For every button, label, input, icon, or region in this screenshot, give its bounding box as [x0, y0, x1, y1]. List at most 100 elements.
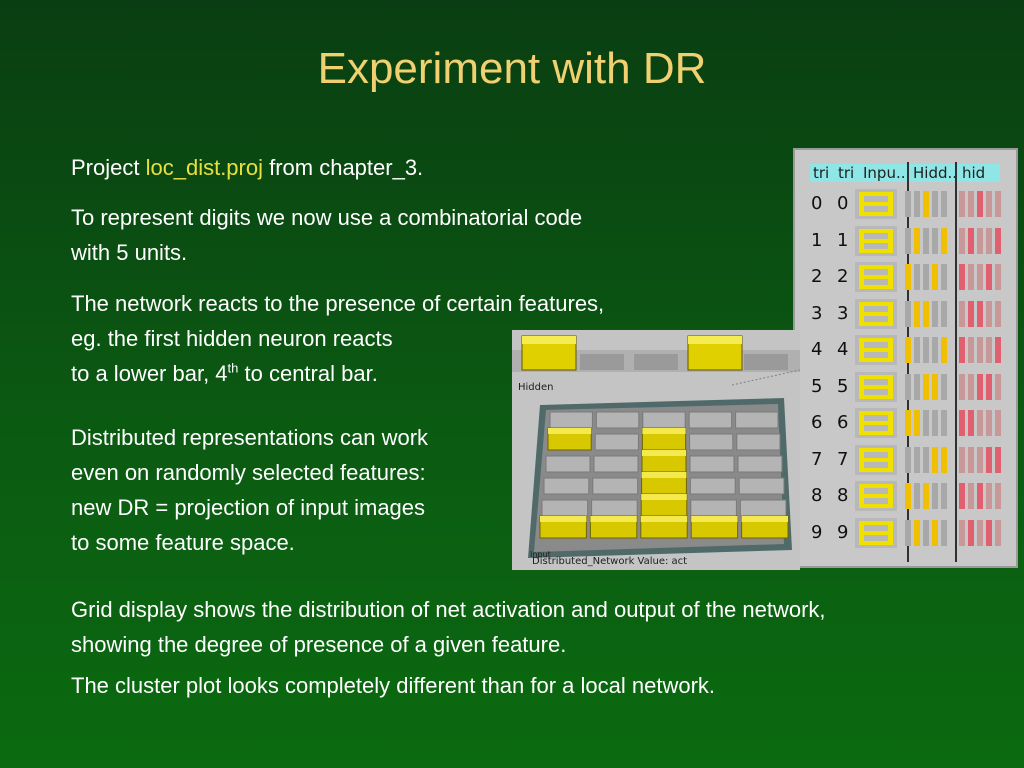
digit-segment: [888, 228, 893, 253]
digit-segment: [888, 338, 893, 362]
output-activation-bar: [959, 410, 965, 436]
text-project-pre: Project: [71, 155, 146, 180]
connection-line: [731, 369, 800, 386]
table-cell-trial: 4: [811, 339, 823, 360]
input-digit-image: [855, 189, 897, 219]
input-unit: [689, 477, 736, 495]
table-header-cell: Inpu..: [863, 164, 906, 182]
hidden-activation-bar: [923, 373, 929, 400]
slide-title: Experiment with DR: [317, 44, 707, 93]
output-activation-bar: [959, 373, 965, 400]
output-activation-bar: [977, 227, 983, 254]
digit-segment: [859, 467, 893, 472]
input-unit: [688, 411, 733, 429]
input-unit-top: [691, 516, 738, 522]
digit-segment: [859, 520, 864, 545]
digit-segment: [888, 411, 893, 435]
output-activation-bar: [968, 446, 974, 473]
output-activation-bar: [986, 410, 992, 436]
input-layer-label: Input: [530, 550, 551, 559]
hidden-activation-cell: [903, 337, 953, 363]
grid-3d-view: [512, 335, 800, 558]
table-cell-trial: 8: [837, 485, 849, 506]
text-line: eg. the first hidden neuron reacts: [71, 326, 393, 351]
output-activation-bar: [986, 191, 992, 217]
text-line: The cluster plot looks completely differ…: [71, 673, 716, 698]
hidden-activation-cell: [903, 300, 953, 327]
table-cell-trial: 6: [837, 412, 849, 433]
table-cell-trial: 7: [837, 448, 849, 470]
digit-segment: [859, 301, 864, 326]
output-activation-bar: [959, 300, 965, 327]
input-digit-image: [855, 262, 897, 292]
hidden-activation-bar: [941, 337, 947, 363]
output-activation-bar: [977, 483, 983, 509]
hidden-activation-bar: [923, 337, 929, 363]
output-activation-cell: [957, 373, 1007, 400]
digit-segment: [859, 358, 893, 362]
output-activation-bar: [995, 446, 1001, 473]
output-activation-bar: [995, 410, 1001, 436]
text-line: The network reacts to the presence of ce…: [71, 291, 605, 316]
paragraph-code: To represent digits we now use a combina…: [71, 200, 582, 270]
output-activation-cell: [957, 519, 1007, 546]
paragraph-distributed: Distributed representations can work eve…: [71, 420, 428, 560]
output-activation-bar: [959, 191, 965, 217]
hidden-activation-bar: [905, 410, 911, 436]
digit-segment: [859, 265, 893, 269]
hidden-activation-cell: [903, 410, 953, 436]
table-cell-trial: 7: [811, 448, 823, 470]
column-divider: [955, 162, 957, 562]
text-line: showing the degree of presence of a give…: [71, 632, 567, 657]
hidden-unit: [634, 354, 678, 370]
output-activation-bar: [995, 264, 1001, 290]
grid-screenshot: Hidden Input Distributed_Network Value: …: [512, 330, 800, 570]
input-unit: [545, 455, 591, 473]
hidden-unit-top: [522, 336, 576, 344]
text-fragment: to central bar.: [238, 361, 378, 386]
digit-segment: [859, 228, 864, 253]
paragraph-project: Project loc_dist.proj from chapter_3.: [71, 150, 423, 185]
digit-segment: [859, 192, 864, 216]
hidden-activation-bar: [905, 227, 911, 254]
input-unit-top: [641, 494, 687, 500]
table-cell-trial: 5: [811, 375, 823, 397]
output-activation-bar: [968, 519, 974, 546]
hidden-activation-bar: [905, 300, 911, 327]
hidden-activation-bar: [923, 300, 929, 327]
table-header-cell: tri: [838, 164, 855, 182]
digit-segment: [859, 374, 864, 399]
input-unit-top: [590, 516, 637, 522]
hidden-unit: [580, 354, 624, 370]
output-activation-cell: [957, 446, 1007, 473]
table-cell-trial: 5: [837, 375, 849, 397]
digit-segment: [859, 248, 893, 253]
input-unit-top: [642, 450, 686, 456]
input-unit: [738, 477, 785, 495]
output-activation-bar: [977, 191, 983, 217]
digit-segment: [859, 384, 893, 389]
input-digit-image: [855, 225, 897, 256]
input-unit: [543, 477, 590, 495]
hidden-activation-bar: [905, 483, 911, 509]
output-activation-bar: [995, 227, 1001, 254]
input-unit-top: [641, 472, 687, 478]
hidden-activation-cell: [903, 227, 953, 254]
text-fragment: to a lower bar, 4: [71, 361, 228, 386]
table-cell-trial: 1: [811, 229, 823, 251]
digit-segment: [888, 301, 893, 326]
output-activation-bar: [995, 373, 1001, 400]
hidden-activation-bar: [941, 300, 947, 327]
digit-segment: [859, 192, 893, 196]
input-unit-top: [548, 428, 592, 434]
input-unit: [689, 455, 735, 473]
input-unit: [736, 433, 781, 451]
digit-segment: [859, 431, 893, 435]
grid-value-label: Distributed_Network Value: act: [532, 556, 688, 567]
hidden-activation-bar: [905, 519, 911, 546]
text-project-post: from chapter_3.: [262, 155, 424, 180]
